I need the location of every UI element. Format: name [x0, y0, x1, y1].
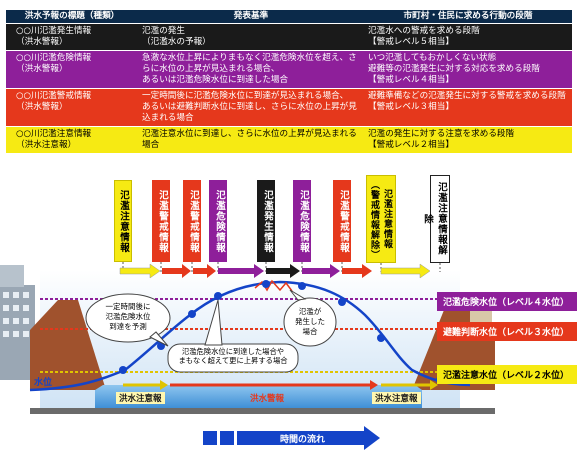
timeline-label-danger-1: 氾濫危険情報	[209, 180, 227, 262]
table-row-flood-warning: ○○川氾濫警戒情報 （洪水警報） 一定時間後に氾濫危険水位に到達が見込まれる場合…	[6, 88, 572, 127]
sequence-arrows	[119, 263, 431, 279]
flood-forecast-table: 洪水予報の標題（種類） 発表基準 市町村・住民に求める行動の段階 ○○川氾濫発生…	[6, 10, 572, 154]
callout-left	[85, 293, 171, 347]
level-4-label: 氾濫危険水位（レベル４水位）	[437, 292, 577, 311]
callout-right	[283, 289, 337, 347]
row-title: ○○川氾濫注意情報 （洪水注意報）	[6, 126, 138, 154]
header-action: 市町村・住民に求める行動の段階	[364, 10, 572, 24]
row-action: いつ氾濫してもおかしくない状態 避難等の氾濫発生に対する対応を求める段階 【警戒…	[364, 50, 572, 89]
timeline-label-caution-release: 氾濫注意情報解除	[422, 175, 450, 263]
row-title: ○○川氾濫発生情報 （洪水警報）	[6, 23, 138, 51]
building-icon	[0, 265, 35, 380]
flood-spike	[254, 279, 293, 292]
header-title: 洪水予報の標題（種類）	[6, 10, 138, 24]
callout-left-text: 一定時間後に 氾濫危険水位 到達を予測	[105, 302, 151, 331]
river-water	[95, 385, 422, 408]
table-row-flood-occurrence: ○○川氾濫発生情報 （洪水警報） 氾濫の発生 （氾濫水の予報） 氾濫水への警戒を…	[6, 23, 572, 51]
callout-middle-text: 氾濫危険水位に到達した場合や まもなく超えて更に上昇する場合	[178, 347, 288, 366]
left-embankment	[30, 300, 106, 390]
bottom-label-warning: 洪水警報	[250, 394, 285, 404]
bottom-label-caution-1: 洪水注意報	[116, 392, 165, 404]
row-criteria: 氾濫注意水位に到達し、さらに水位の上昇が見込まれる場合	[138, 126, 364, 154]
table-row-flood-caution: ○○川氾濫注意情報 （洪水注意報） 氾濫注意水位に到達し、さらに水位の上昇が見込…	[6, 126, 572, 154]
table-row-flood-danger: ○○川氾濫危険情報 （洪水警報） 急激な水位上昇によりまもなく氾濫危険水位を超え…	[6, 50, 572, 89]
row-action: 氾濫水への警戒を求める段階 【警戒レベル５相当】	[364, 23, 572, 51]
time-flow-arrow	[203, 426, 380, 450]
bottom-label-caution-2: 洪水注意報	[372, 392, 421, 404]
timeline-label-warning-2: 氾濫警戒情報	[183, 180, 201, 262]
timeline-label-danger-2: 氾濫危険情報	[293, 180, 311, 262]
table-header-row: 洪水予報の標題（種類） 発表基準 市町村・住民に求める行動の段階	[6, 10, 572, 24]
water-level-label: 水位	[34, 378, 53, 388]
callout-middle	[167, 299, 299, 373]
level-3-label: 避難判断水位（レベル３水位）	[437, 322, 577, 341]
row-action: 氾濫の発生に対する注意を求める段階 【警戒レベル２相当】	[364, 126, 572, 154]
bottom-arrows	[123, 380, 438, 390]
time-flow-label: 時間の流れ	[280, 435, 326, 445]
riverbed	[30, 408, 495, 414]
header-criteria: 発表基準	[138, 10, 364, 24]
row-criteria: 氾濫の発生 （氾濫水の予報）	[138, 23, 364, 51]
timeline-label-caution-1: 氾濫注意情報	[114, 180, 132, 262]
level-2-label: 氾濫注意水位（レベル２水位）	[437, 365, 577, 384]
timeline-label-caution-2: 氾濫注意情報（警戒情報解除）	[366, 175, 396, 263]
row-criteria: 一定時間後に氾濫危険水位に到達が見込まれる場合、 あるいは避難判断水位に到達し、…	[138, 88, 364, 127]
timeline-label-warning-3: 氾濫警戒情報	[333, 180, 351, 262]
row-title: ○○川氾濫警戒情報 （洪水警報）	[6, 88, 138, 127]
row-title: ○○川氾濫危険情報 （洪水警報）	[6, 50, 138, 89]
timeline-label-warning-1: 氾濫警戒情報	[152, 180, 170, 262]
callout-right-text: 氾濫が 発生した 場合	[295, 307, 325, 336]
row-action: 避難準備などの氾濫発生に対する警戒を求める段階 【警戒レベル３相当】	[364, 88, 572, 127]
row-criteria: 急激な水位上昇によりまもなく氾濫危険水位を超え、さらに水位の上昇が見込まれる場合…	[138, 50, 364, 89]
timeline-label-occurrence: 氾濫発生情報	[257, 180, 275, 262]
